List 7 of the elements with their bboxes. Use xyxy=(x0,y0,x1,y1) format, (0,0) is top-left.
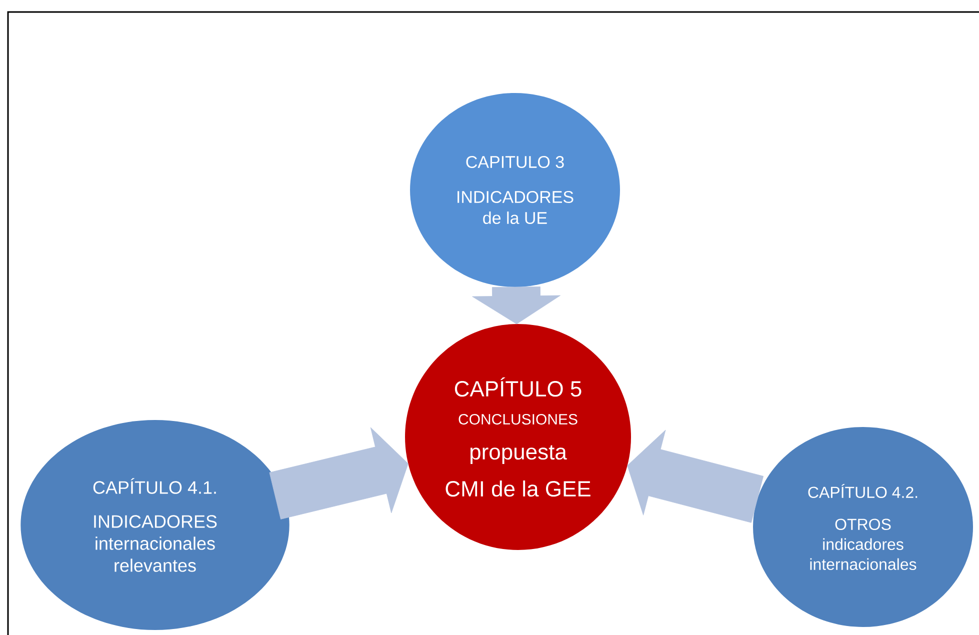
circle-node: CAPITULO 3 INDICADORES de la UE xyxy=(410,93,620,287)
block-arrow xyxy=(269,427,408,520)
circle-node: CAPÍTULO 4.1. INDICADORES internacionales relevantes xyxy=(20,420,290,630)
block-arrow xyxy=(472,286,560,324)
circle-node: CAPÍTULO 4.2. OTROS indicadores internacionales xyxy=(753,427,974,627)
circle-node: CAPÍTULO 5 CONCLUSIONES propuesta CMI de la GEE xyxy=(405,324,631,550)
block-arrow xyxy=(627,430,764,523)
